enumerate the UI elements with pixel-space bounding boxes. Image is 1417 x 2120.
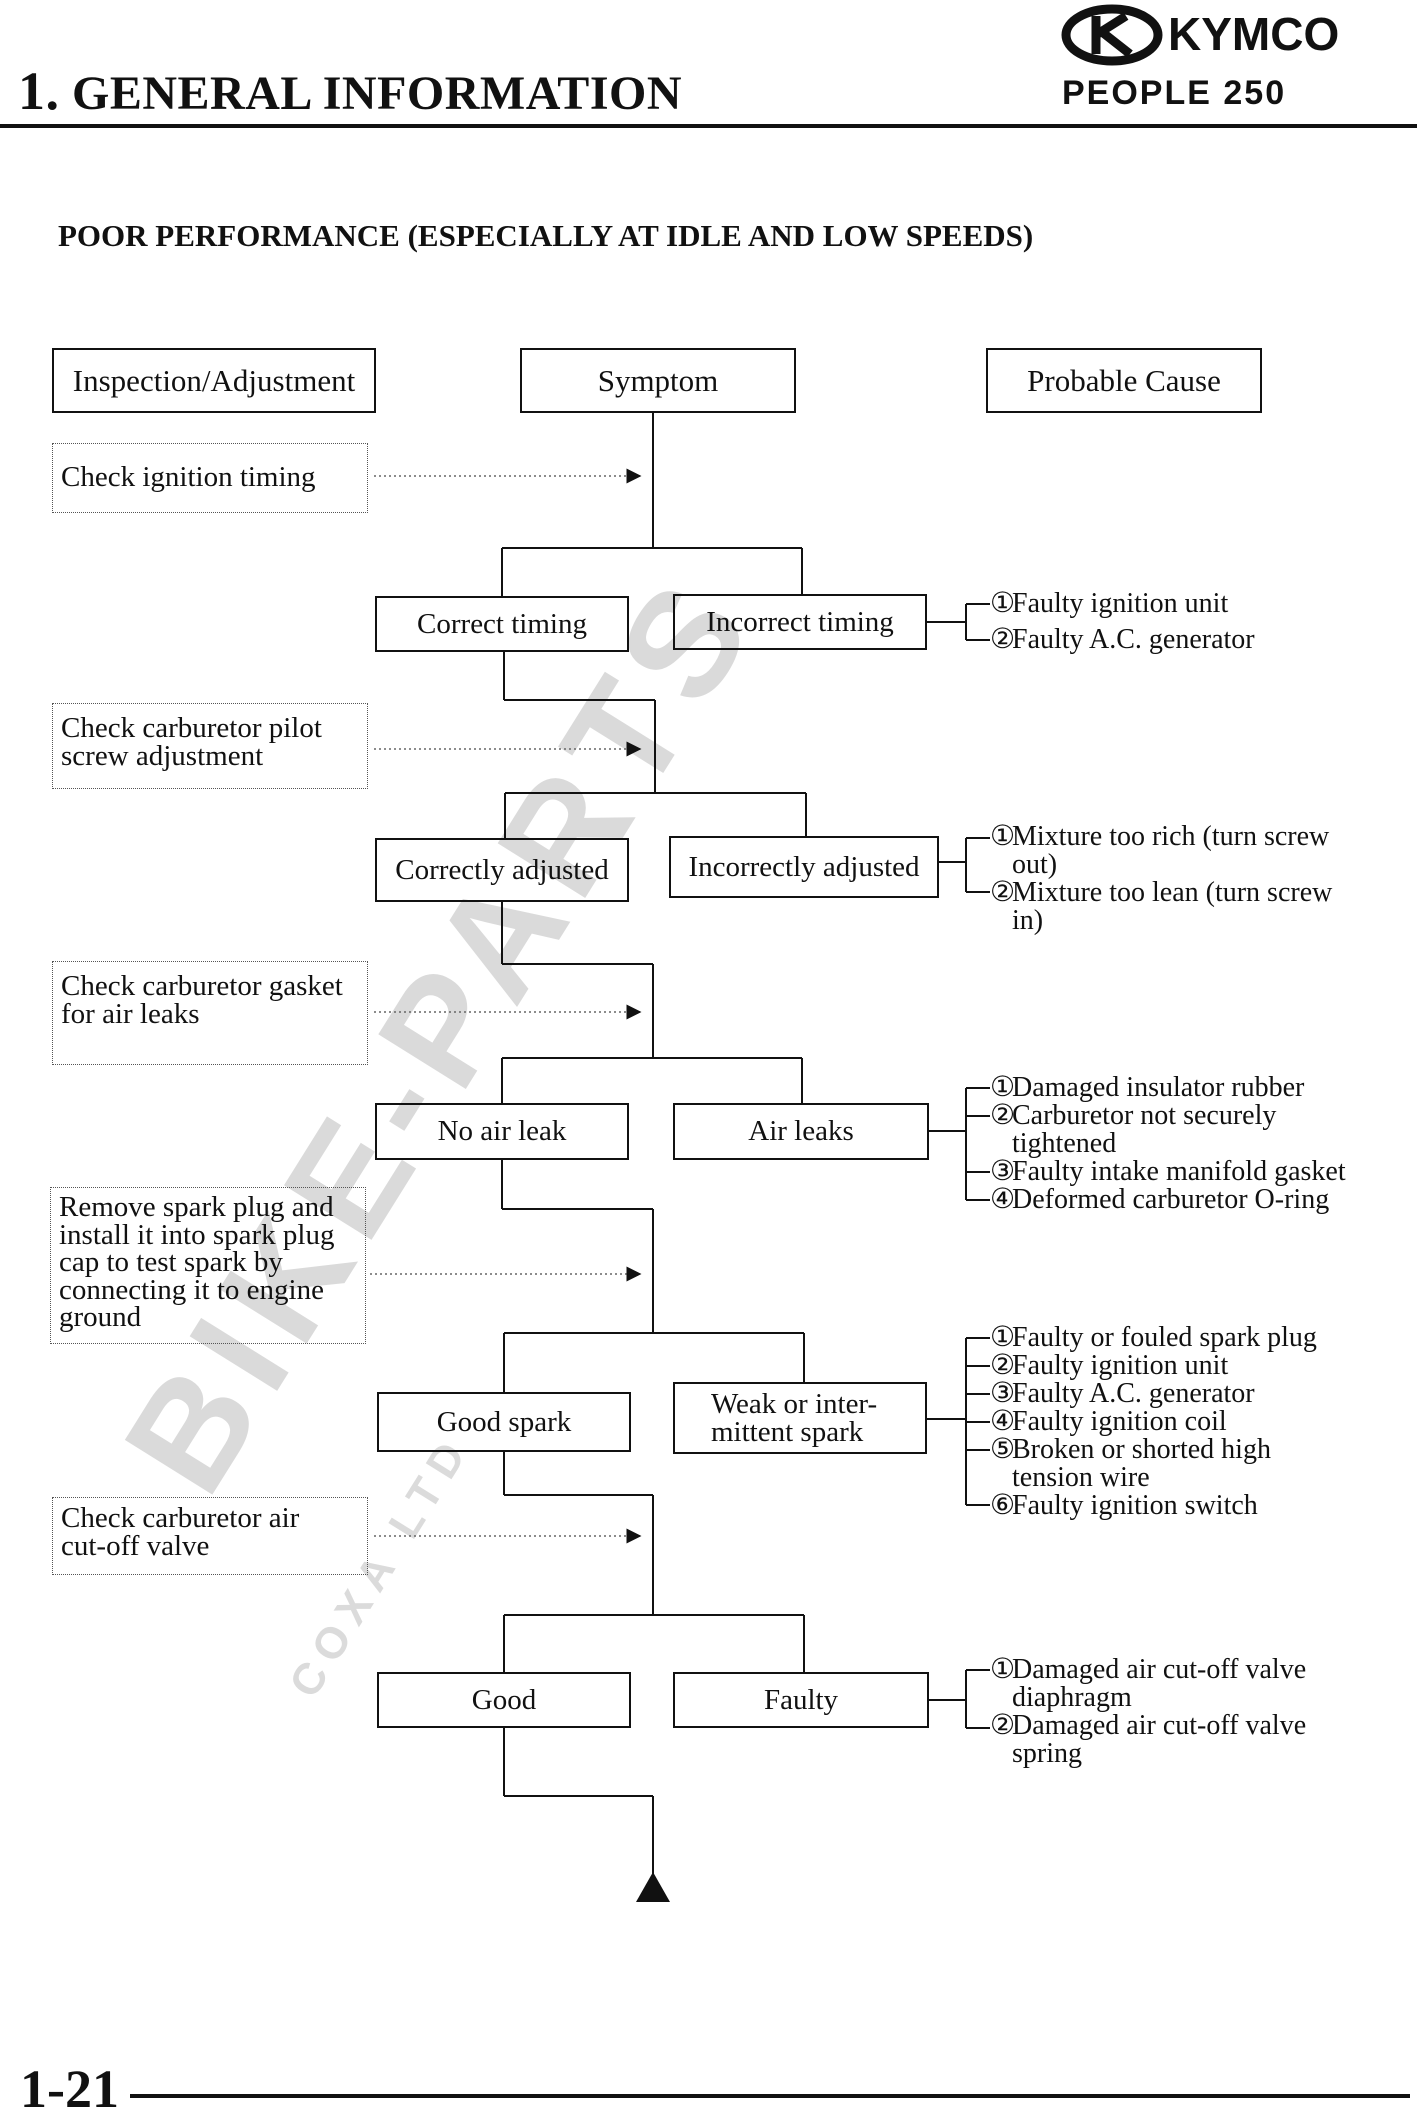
column-header-cause: Probable Cause [986, 348, 1262, 413]
cause-text: Faulty ignition unit [1012, 588, 1229, 619]
cause-text: Faulty ignition switch [1012, 1490, 1258, 1521]
inspection-arrows [370, 468, 642, 1544]
cause-number: ① [990, 1322, 1016, 1353]
inspection-box: Check carburetor gasket for air leaks [52, 961, 368, 1065]
section-title: POOR PERFORMANCE (ESPECIALLY AT IDLE AND… [58, 218, 1034, 253]
inspection-text: Check carburetor air cut-off valve [61, 1502, 300, 1562]
cause-text: Carburetor not securely [1012, 1100, 1277, 1131]
inspection-box: Check carburetor pilot screw adjustment [52, 703, 368, 789]
cause-item: ④Deformed carburetor O-ring [990, 1186, 1346, 1214]
cause-number: ① [990, 821, 1016, 852]
cause-item: ④Faulty ignition coil [990, 1408, 1317, 1436]
cause-item: ②Faulty A.C. generator [990, 626, 1255, 654]
inspection-text: Check carburetor pilot screw adjustment [61, 712, 322, 772]
flow-lines [501, 413, 807, 1880]
result-ok-box: Good spark [377, 1392, 631, 1452]
cause-text: Faulty or fouled spark plug [1012, 1322, 1317, 1353]
cause-text-wrap: tension wire [1012, 1462, 1150, 1493]
inspection-box: Check carburetor air cut-off valve [52, 1497, 368, 1575]
cause-text: Faulty intake manifold gasket [1012, 1156, 1346, 1187]
cause-list: ①Damaged insulator rubber ②Carburetor no… [990, 1074, 1346, 1214]
result-bad-box: Faulty [673, 1672, 929, 1728]
kymco-logo: KYMCO [1061, 4, 1339, 66]
cause-list: ①Faulty or fouled spark plug ②Faulty ign… [990, 1324, 1317, 1520]
result-bad-box: Weak or inter- mittent spark [673, 1382, 927, 1454]
brand-text: KYMCO [1168, 8, 1339, 60]
result-ok-box: Good [377, 1672, 631, 1728]
cause-text: Damaged insulator rubber [1012, 1072, 1305, 1103]
column-header-symptom: Symptom [520, 348, 796, 413]
cause-number: ⑥ [990, 1490, 1016, 1521]
cause-item: ①Damaged insulator rubber [990, 1074, 1346, 1102]
footer-rule [130, 2094, 1410, 2098]
result-ok-box: Correctly adjusted [375, 838, 629, 902]
cause-text: Mixture too rich (turn screw [1012, 821, 1330, 852]
cause-item: ①Faulty or fouled spark plug [990, 1324, 1317, 1352]
cause-number: ② [990, 1710, 1016, 1741]
cause-text: Damaged air cut-off valve [1012, 1710, 1307, 1741]
cause-number: ② [990, 1350, 1016, 1381]
cause-number: ① [990, 1654, 1016, 1685]
column-header-inspection: Inspection/Adjustment [52, 348, 376, 413]
inspection-text: Check ignition timing [61, 461, 316, 493]
result-ok-box: Correct timing [375, 596, 629, 652]
cause-item: ⑥Faulty ignition switch [990, 1492, 1317, 1520]
cause-text: Mixture too lean (turn screw [1012, 877, 1333, 908]
chapter-title-text: GENERAL INFORMATION [72, 67, 682, 120]
cause-number: ③ [990, 1156, 1016, 1187]
cause-text-wrap: diaphragm [1012, 1682, 1132, 1713]
inspection-text: Remove spark plug and install it into sp… [59, 1191, 335, 1333]
cause-item: ②Faulty ignition unit [990, 1352, 1317, 1380]
cause-text: Faulty ignition unit [1012, 1350, 1229, 1381]
end-arrowhead [636, 1872, 670, 1902]
result-bad-box: Incorrectly adjusted [669, 836, 939, 898]
cause-number: ⑤ [990, 1434, 1016, 1465]
chapter-title: 1. GENERAL INFORMATION [18, 60, 682, 122]
cause-number: ③ [990, 1378, 1016, 1409]
inspection-box: Remove spark plug and install it into sp… [50, 1187, 366, 1344]
cause-number: ① [990, 588, 1016, 619]
cause-text: Faulty A.C. generator [1012, 624, 1255, 655]
result-bad-box: Incorrect timing [673, 594, 927, 650]
cause-item: ③Faulty intake manifold gasket [990, 1158, 1346, 1186]
cause-text-wrap: spring [1012, 1738, 1082, 1769]
cause-text-wrap: in) [1012, 905, 1044, 936]
page-number: 1-21 [20, 2059, 119, 2119]
cause-number: ④ [990, 1406, 1016, 1437]
cause-number: ② [990, 624, 1016, 655]
model-name: PEOPLE 250 [1062, 74, 1287, 112]
cause-item: ③Faulty A.C. generator [990, 1380, 1317, 1408]
cause-brackets [926, 603, 990, 1729]
inspection-text: Check carburetor gasket for air leaks [61, 970, 343, 1030]
inspection-box: Check ignition timing [52, 443, 368, 513]
result-ok-box: No air leak [375, 1103, 629, 1160]
cause-text: Damaged air cut-off valve [1012, 1654, 1307, 1685]
cause-text: Faulty ignition coil [1012, 1406, 1227, 1437]
cause-text: Broken or shorted high [1012, 1434, 1271, 1465]
cause-text: Faulty A.C. generator [1012, 1378, 1255, 1409]
cause-number: ④ [990, 1184, 1016, 1215]
cause-item: ①Faulty ignition unit [990, 590, 1255, 618]
chapter-number: 1. [18, 61, 60, 121]
cause-number: ② [990, 1100, 1016, 1131]
cause-number: ① [990, 1072, 1016, 1103]
cause-text: Deformed carburetor O-ring [1012, 1184, 1330, 1215]
result-bad-box: Air leaks [673, 1103, 929, 1160]
cause-number: ② [990, 877, 1016, 908]
cause-text-wrap: out) [1012, 849, 1058, 880]
cause-text-wrap: tightened [1012, 1128, 1117, 1159]
cause-list: ①Faulty ignition unit ②Faulty A.C. gener… [990, 590, 1255, 654]
header-rule [0, 124, 1417, 128]
